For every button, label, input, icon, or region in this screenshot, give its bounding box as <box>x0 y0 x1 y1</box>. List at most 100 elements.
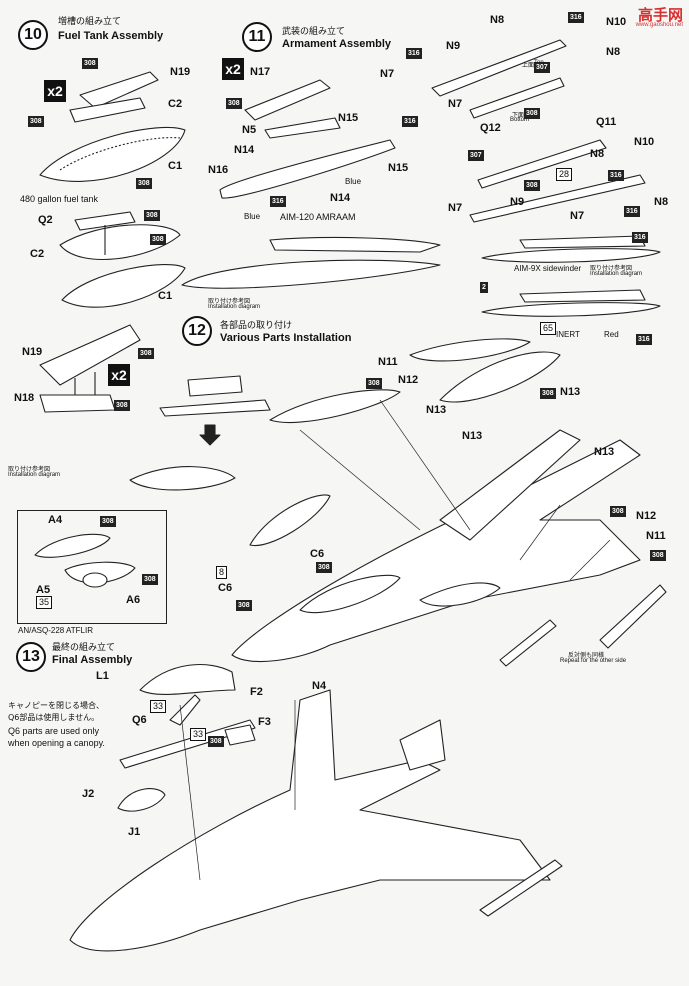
label-n8b: N8 <box>606 46 621 58</box>
label-n10a: N10 <box>606 16 627 28</box>
atflir-a6 <box>64 561 136 584</box>
label-blue54b: Blue <box>244 212 261 221</box>
code-badge: 316 <box>608 170 624 181</box>
fuel-tank-c2 <box>59 224 181 261</box>
step11-number: 11 <box>242 22 272 52</box>
code-badge: 308 <box>138 348 154 359</box>
code-box: 33 <box>190 728 207 741</box>
code-badge: 308 <box>28 116 44 127</box>
label-c1a: C1 <box>168 160 183 172</box>
multiplier-x2-b: x2 <box>108 364 130 386</box>
label-inert: INERT <box>556 330 580 339</box>
tank-pylon-c2 <box>69 97 146 123</box>
code-badge: 308 <box>144 210 160 221</box>
code-badge: 308 <box>142 574 158 585</box>
label-n19a: N19 <box>170 66 191 78</box>
label-top-jp: 上面 <box>522 63 535 69</box>
code-badge: 308 <box>524 108 540 119</box>
label-n7b: N7 <box>448 98 463 110</box>
sidewinder-caption: AIM-9X sidewinder <box>514 264 582 273</box>
label-n5: N5 <box>242 124 257 136</box>
step13-title-en: Final Assembly <box>52 654 133 666</box>
watermark-url: www.gaoshou.net <box>635 22 683 28</box>
pylon-n18 <box>39 394 116 413</box>
label-n4: N4 <box>312 680 327 692</box>
label-q6: Q6 <box>132 714 147 726</box>
label-n13a: N13 <box>426 404 447 416</box>
sw-install-en: Installation diagram <box>590 271 643 277</box>
windshield-j2 <box>117 788 166 812</box>
step13-number: 13 <box>16 642 46 672</box>
code-badge: 308 <box>316 562 332 573</box>
label-c6b: C6 <box>218 582 233 594</box>
label-n15b: N15 <box>388 162 409 174</box>
code-box: 28 <box>556 168 573 181</box>
code-badge: 307 <box>468 150 484 161</box>
code-badge: 316 <box>632 232 648 243</box>
label-red: Red <box>604 330 619 339</box>
repeat-jp: 反対側も同様 <box>568 653 605 659</box>
code-badge: 308 <box>100 516 116 527</box>
step12-title-en: Various Parts Installation <box>220 332 352 344</box>
fuel-tank-c1 <box>39 126 186 182</box>
label-c1b: C1 <box>158 290 173 302</box>
atflir-caption: AN/ASQ-228 ATFLIR <box>18 626 93 635</box>
label-n8d: N8 <box>654 196 669 208</box>
canopy-note-jp1: キャノピーを閉じる場合、 <box>8 701 104 710</box>
pylon-n17 <box>244 79 331 121</box>
label-n11b: N11 <box>646 530 666 542</box>
label-n14b: N14 <box>330 192 351 204</box>
amraam-installed <box>181 259 441 289</box>
code-badge: 308 <box>650 550 666 561</box>
multiplier-x2-c: x2 <box>222 58 244 80</box>
aircraft-step13 <box>69 689 551 952</box>
install2-jp: 取り付け参考図 <box>208 299 251 305</box>
canopy-note-jp2: Q6部品は使用しません。 <box>8 713 100 722</box>
install-diagram-jp: 取り付け参考図 <box>8 467 51 473</box>
label-n17: N17 <box>250 66 271 78</box>
label-n8c: N8 <box>590 148 605 160</box>
missile-top <box>431 39 567 97</box>
label-n13b: N13 <box>560 386 581 398</box>
label-n9b: N9 <box>510 196 525 208</box>
label-n19b: N19 <box>22 346 43 358</box>
rail-n5 <box>264 117 341 139</box>
code-badge: 308 <box>136 178 152 189</box>
code-badge: 316 <box>636 334 652 345</box>
code-badge: 308 <box>524 180 540 191</box>
label-n7d: N7 <box>570 210 585 222</box>
label-n13c: N13 <box>462 430 483 442</box>
install2-en: Installation diagram <box>208 304 261 310</box>
code-badge: 308 <box>540 388 556 399</box>
code-badge: 308 <box>82 58 98 69</box>
tank-fin-n19 <box>79 71 159 109</box>
watermark-logo: 高手网 <box>637 6 683 24</box>
canopy-l1 <box>139 663 236 695</box>
label-n7a: N7 <box>380 68 395 80</box>
code-badge: 308 <box>610 506 626 517</box>
code-badge: 307 <box>534 62 550 73</box>
label-f3: F3 <box>258 716 271 728</box>
code-badge: 308 <box>226 98 242 109</box>
multiplier-x2-a: x2 <box>44 80 66 102</box>
label-c2b: C2 <box>30 248 45 260</box>
canopy-note-en2: when opening a canopy. <box>8 738 105 748</box>
step12-title-jp: 各部品の取り付け <box>220 321 293 331</box>
step11-title-en: Armament Assembly <box>282 38 392 50</box>
label-a4: A4 <box>48 514 63 526</box>
code-box: 33 <box>150 700 167 713</box>
label-c6a: C6 <box>310 548 325 560</box>
code-badge: 308 <box>114 400 130 411</box>
atflir-a4 <box>34 533 111 558</box>
label-a6: A6 <box>126 594 141 606</box>
sw-install-jp: 取り付け参考図 <box>590 266 633 272</box>
label-f2: F2 <box>250 686 263 698</box>
step13-title-jp: 最終の組み立て <box>52 643 116 653</box>
label-bottom-en: Bottom <box>510 117 530 123</box>
label-blue54a: Blue <box>345 177 362 186</box>
amraam-missile <box>219 139 396 199</box>
label-j2: J2 <box>82 788 95 800</box>
sidewinder-inert <box>481 302 661 317</box>
label-n15a: N15 <box>338 112 359 124</box>
